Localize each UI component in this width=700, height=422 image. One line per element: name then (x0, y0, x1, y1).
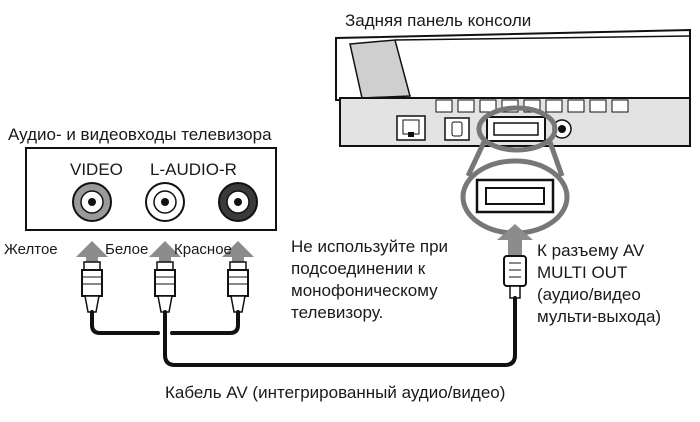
red-plug-label: Красное (174, 241, 232, 258)
red-plug (222, 241, 254, 313)
audio-left-jack (145, 182, 185, 222)
white-plug (149, 241, 181, 313)
audio-right-jack (218, 182, 258, 222)
yellow-plug-label: Желтое (4, 241, 58, 258)
tv-input-panel (25, 147, 277, 231)
mono-warning-note: Не используйте при подсоединении к моноф… (291, 237, 448, 322)
network-port (396, 115, 426, 141)
optical-port (444, 117, 470, 141)
av-cable (90, 296, 517, 367)
white-plug-label: Белое (105, 241, 148, 258)
dc-port (552, 119, 572, 139)
video-label: VIDEO (70, 160, 123, 179)
tv-title: Аудио- и видеовходы телевизора (8, 125, 272, 144)
console-title: Задняя панель консоли (345, 11, 531, 30)
svg-text:монофоническому: монофоническому (291, 281, 438, 300)
svg-text:Не используйте при: Не используйте при (291, 237, 448, 256)
console-body (335, 28, 691, 147)
video-jack (72, 182, 112, 222)
yellow-plug (76, 241, 108, 313)
svg-text:(аудио/видео: (аудио/видео (537, 285, 641, 304)
svg-text:подсоединении к: подсоединении к (291, 259, 426, 278)
svg-text:К разъему AV: К разъему AV (537, 241, 645, 260)
svg-text:телевизору.: телевизору. (291, 303, 383, 322)
svg-text:мульти-выхода): мульти-выхода) (537, 307, 661, 326)
audio-label: L-AUDIO-R (150, 160, 237, 179)
av-multi-out-port (486, 116, 546, 142)
svg-text:MULTI OUT: MULTI OUT (537, 263, 627, 282)
cable-label: Кабель AV (интегрированный аудио/видео) (165, 383, 505, 402)
av-multi-out-note: К разъему AV MULTI OUT (аудио/видео муль… (537, 241, 661, 326)
av-multi-connector (497, 224, 533, 299)
